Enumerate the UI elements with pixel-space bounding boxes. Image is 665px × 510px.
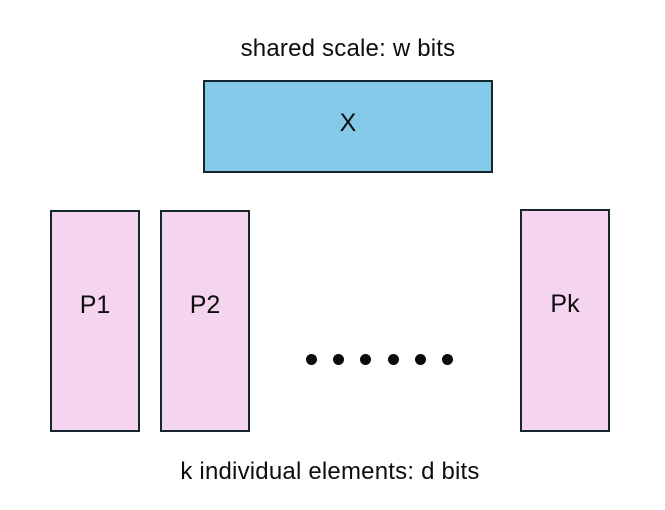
ellipsis-dot xyxy=(360,353,372,365)
element-block-p1: P1 xyxy=(50,210,140,432)
caption-shared-scale: shared scale: w bits xyxy=(240,35,456,62)
ellipsis-dot xyxy=(441,353,453,365)
element-block-p2: P2 xyxy=(160,210,250,432)
ellipsis-dot xyxy=(414,353,426,365)
ellipsis-dot xyxy=(333,353,345,365)
ellipsis-dot xyxy=(306,353,317,365)
element-block-p1-label: P1 xyxy=(79,290,111,319)
element-block-pk: Pk xyxy=(520,209,610,432)
shared-scale-block: X xyxy=(203,80,493,173)
ellipsis-dot xyxy=(387,353,399,365)
ellipsis-dots xyxy=(306,353,453,365)
element-block-p2-label: P2 xyxy=(189,290,221,319)
shared-scale-block-label: X xyxy=(339,108,357,137)
element-block-pk-label: Pk xyxy=(550,290,580,318)
caption-individual-elements: k individual elements: d bits xyxy=(180,458,480,485)
